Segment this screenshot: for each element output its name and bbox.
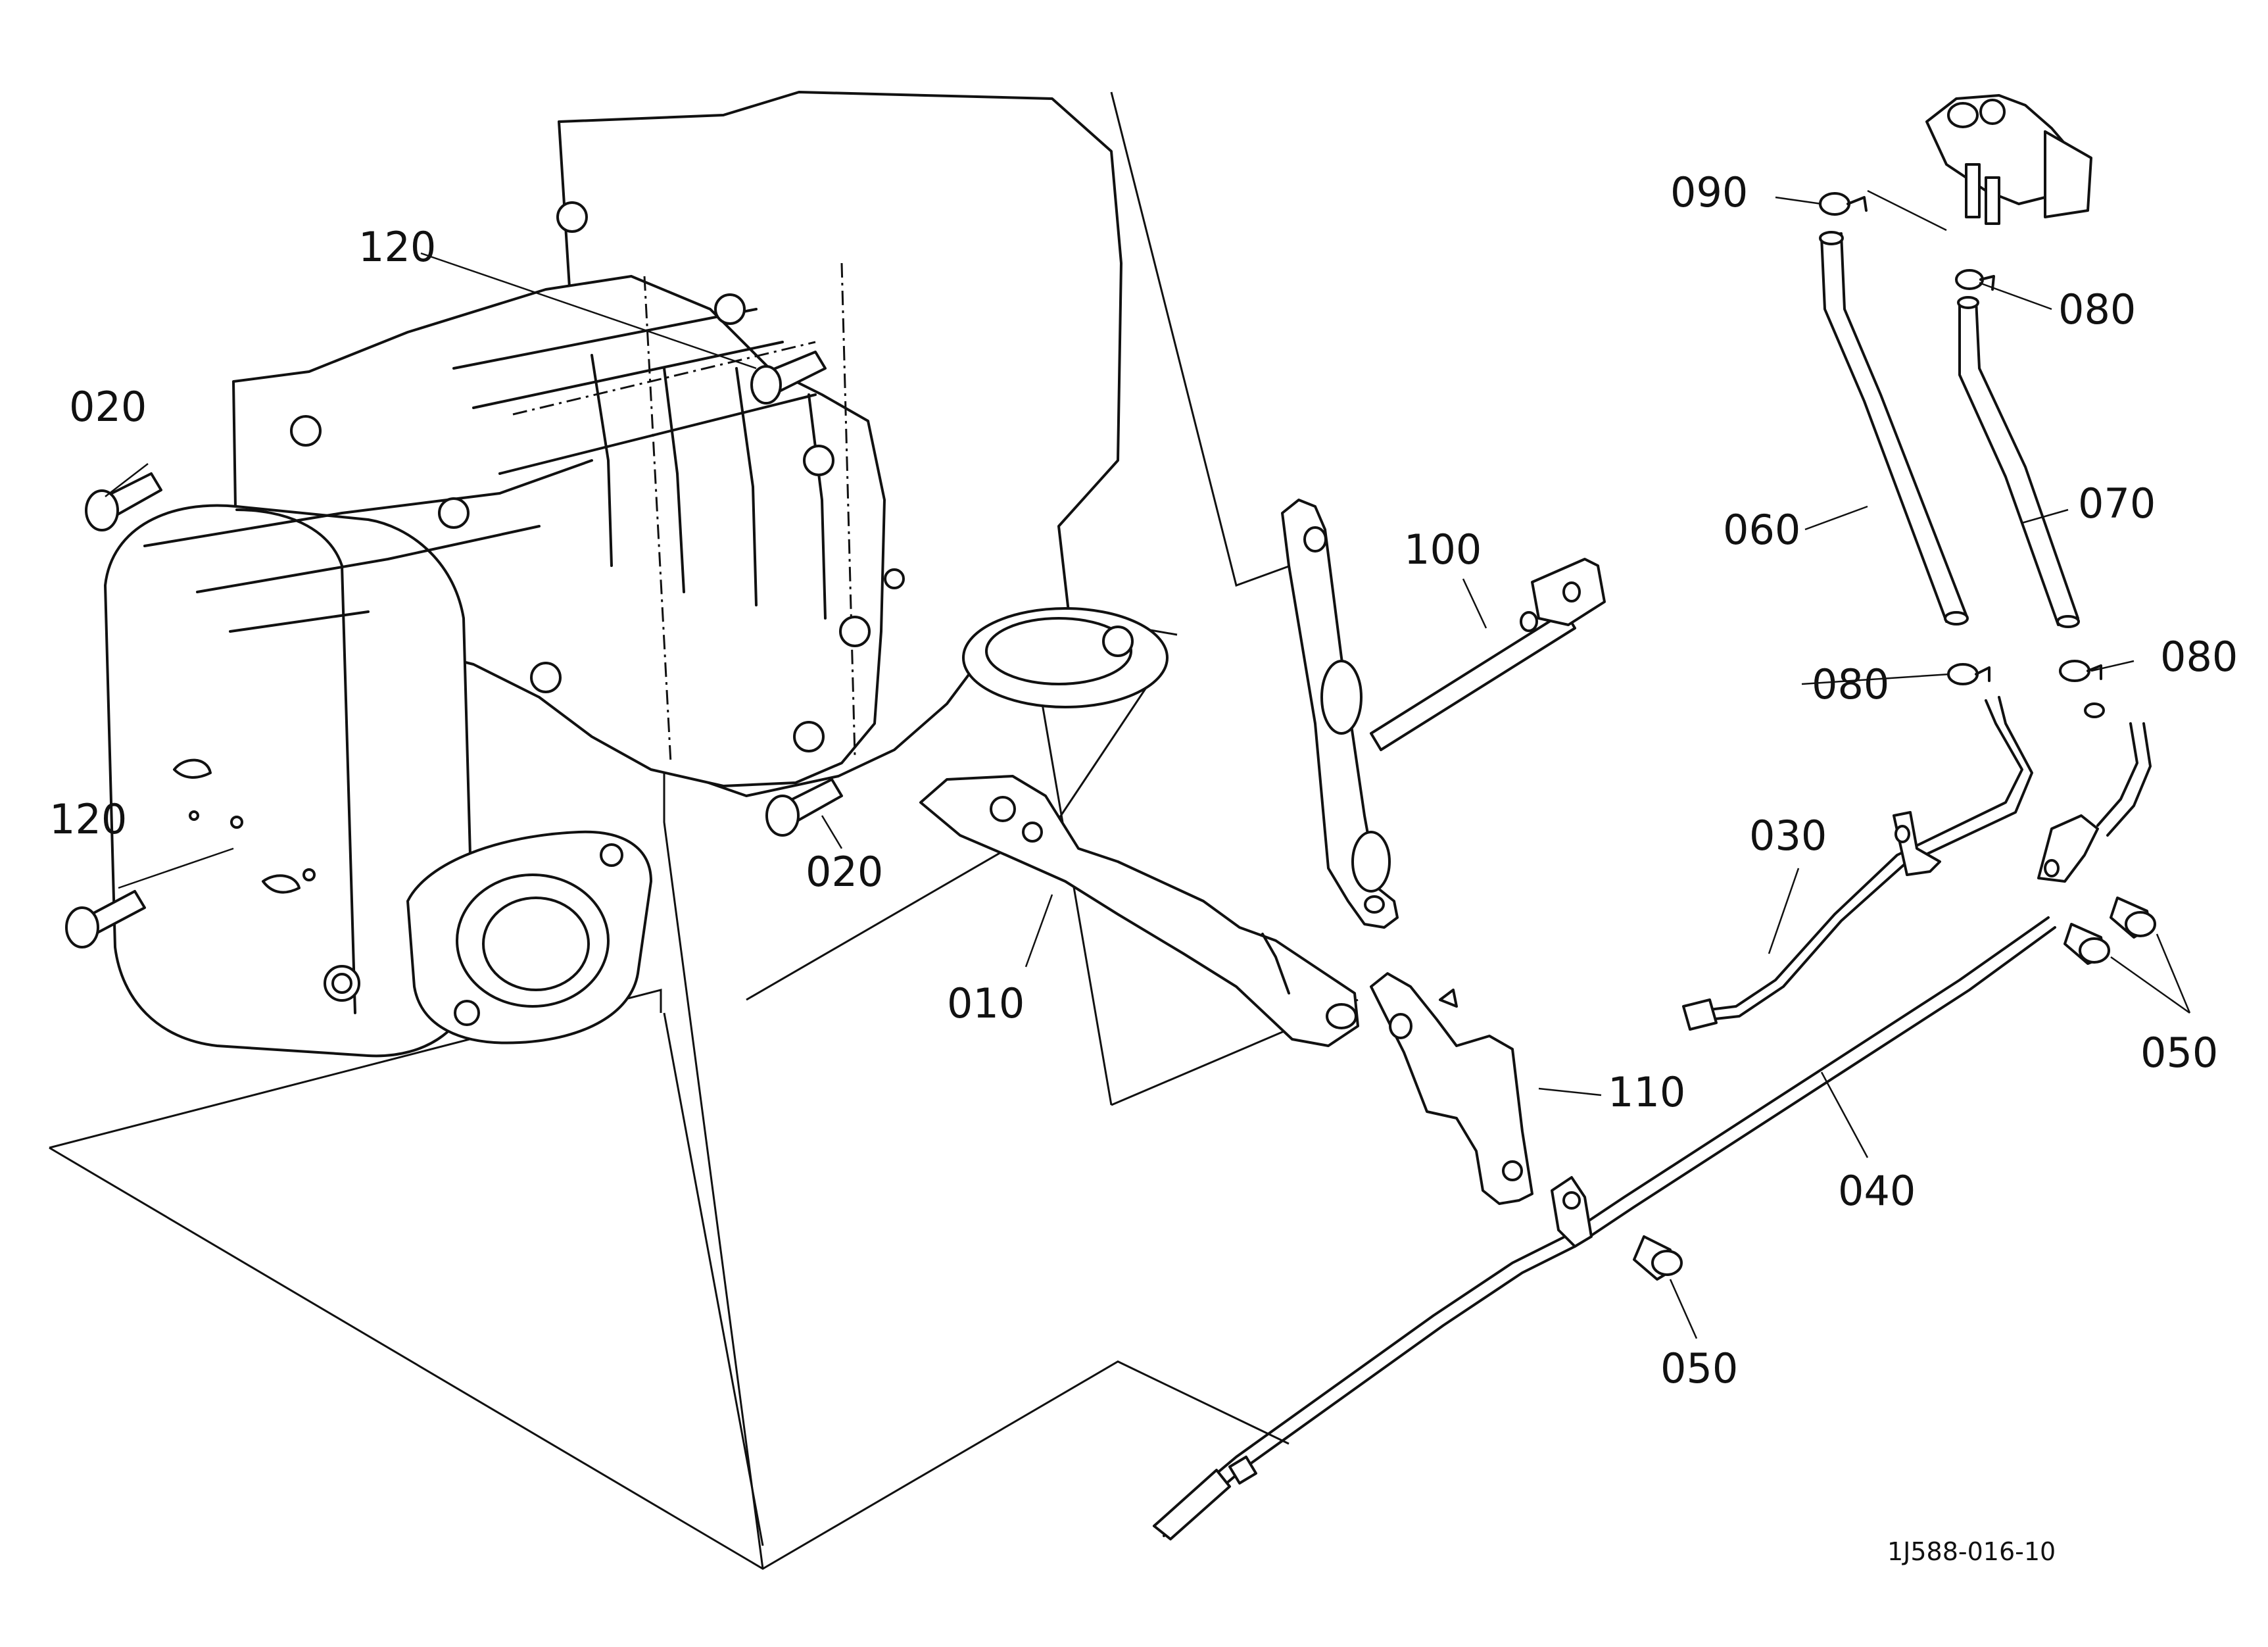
clamp-090 — [1819, 192, 1868, 216]
bolt-020-bottom — [765, 778, 843, 837]
dpf-muffler-assembly — [104, 91, 1169, 1058]
callout-080-mid-left: 080 — [1812, 660, 1890, 708]
leader-lines — [105, 196, 2191, 1339]
pressure-sensor — [1867, 94, 2092, 232]
bracket-010 — [919, 775, 1359, 1047]
callout-110: 110 — [1608, 1068, 1686, 1116]
callout-030: 030 — [1749, 812, 1827, 860]
drawing-code: 1J588-016-10 — [1887, 1537, 2056, 1566]
hose-060 — [1819, 231, 1969, 626]
stay-100 — [1281, 499, 1606, 929]
clamp-080-top — [1955, 269, 1995, 291]
callout-010: 010 — [947, 979, 1025, 1027]
pipe-030 — [1682, 696, 2033, 1031]
pipe-040 — [1153, 702, 2152, 1540]
hose-070 — [1957, 296, 2080, 628]
bolt-120-left — [65, 890, 146, 948]
bolt-050-right-upper — [2110, 897, 2156, 939]
callout-070: 070 — [2078, 479, 2156, 528]
callout-090: 090 — [1670, 168, 1749, 216]
stud-row — [290, 201, 905, 752]
callout-050-bottom: 050 — [1660, 1344, 1739, 1392]
bolt-050-right-lower — [2063, 923, 2110, 965]
callout-120-top: 120 — [358, 223, 437, 271]
callout-080-mid-right: 080 — [2160, 633, 2238, 681]
callout-060: 060 — [1723, 506, 1801, 554]
callout-020-top: 020 — [69, 383, 147, 431]
bolt-120-top — [750, 351, 827, 405]
callout-080-top: 080 — [2058, 285, 2136, 333]
bracket-110 — [1370, 972, 1533, 1205]
callout-040: 040 — [1838, 1167, 1916, 1215]
clamp-080-mid-right — [2059, 660, 2102, 682]
clamp-080-mid-left — [1947, 663, 1991, 685]
bolt-020-top — [85, 472, 162, 531]
callout-100: 100 — [1404, 526, 1482, 574]
bolt-050-bottom — [1633, 1235, 1683, 1281]
callout-020-bottom: 020 — [806, 848, 884, 896]
callout-120-left: 120 — [49, 795, 128, 843]
callout-050-right: 050 — [2140, 1029, 2219, 1077]
